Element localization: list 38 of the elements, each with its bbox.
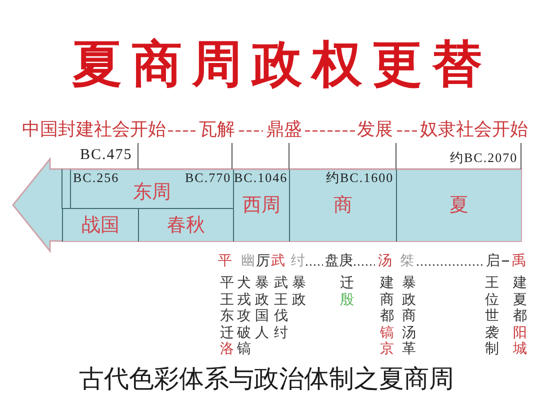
ruler-name: 盘庚 [325,254,353,268]
ruler-name: 桀 [400,254,414,268]
date-label: 约BC.2070 [450,151,518,164]
ruler-name: 幽 [241,254,255,268]
ruler-name: 厉 [256,254,270,268]
phase-label: 鼎盛 [266,121,302,139]
date-label: BC.1046 [234,171,288,184]
period-cell: 战国 [62,208,139,242]
date-label: BC.770 [185,171,232,184]
event-text: 洛 [220,341,234,358]
event-text: 镐京 [380,324,394,358]
event-text: 王位世袭制 [485,275,499,358]
date-label: BC.256 [73,171,120,184]
ruler-name: 禹 [512,254,526,268]
date-label: BC.475 [80,148,132,163]
ruler-name: 纣 [291,254,305,268]
phase-label: 奴隶社会开始 [420,121,528,139]
ruler-name: 武 [271,254,285,268]
event-text: 迁 [340,275,354,292]
event-text: 暴政商汤革 [402,275,416,358]
event-text: 暴政 [292,275,306,308]
event-text: 武王伐纣 [274,275,288,341]
event-text: 阳城 [513,324,527,358]
ruler-name: 平 [218,254,232,268]
title: 夏商周政权更替 [72,39,492,89]
date-label: 约BC.1600 [326,171,394,184]
period-cell: 夏 [396,169,522,242]
caption: 古代色彩体系与政治体制之夏商周 [78,366,455,391]
event-text: 犬戎攻破镐 [237,275,251,358]
event-text: 平王东迁 [220,275,234,341]
event-text: 建夏都 [513,275,527,324]
event-text: 建商都 [380,275,394,324]
phase-label: 中国封建社会开始 [22,121,166,139]
phase-label: 发展 [357,121,393,139]
event-text: 殷 [340,292,354,308]
ruler-name: 汤 [378,254,392,268]
phase-label: 瓦解 [199,121,235,139]
event-text: 暴政国人 [255,275,269,341]
